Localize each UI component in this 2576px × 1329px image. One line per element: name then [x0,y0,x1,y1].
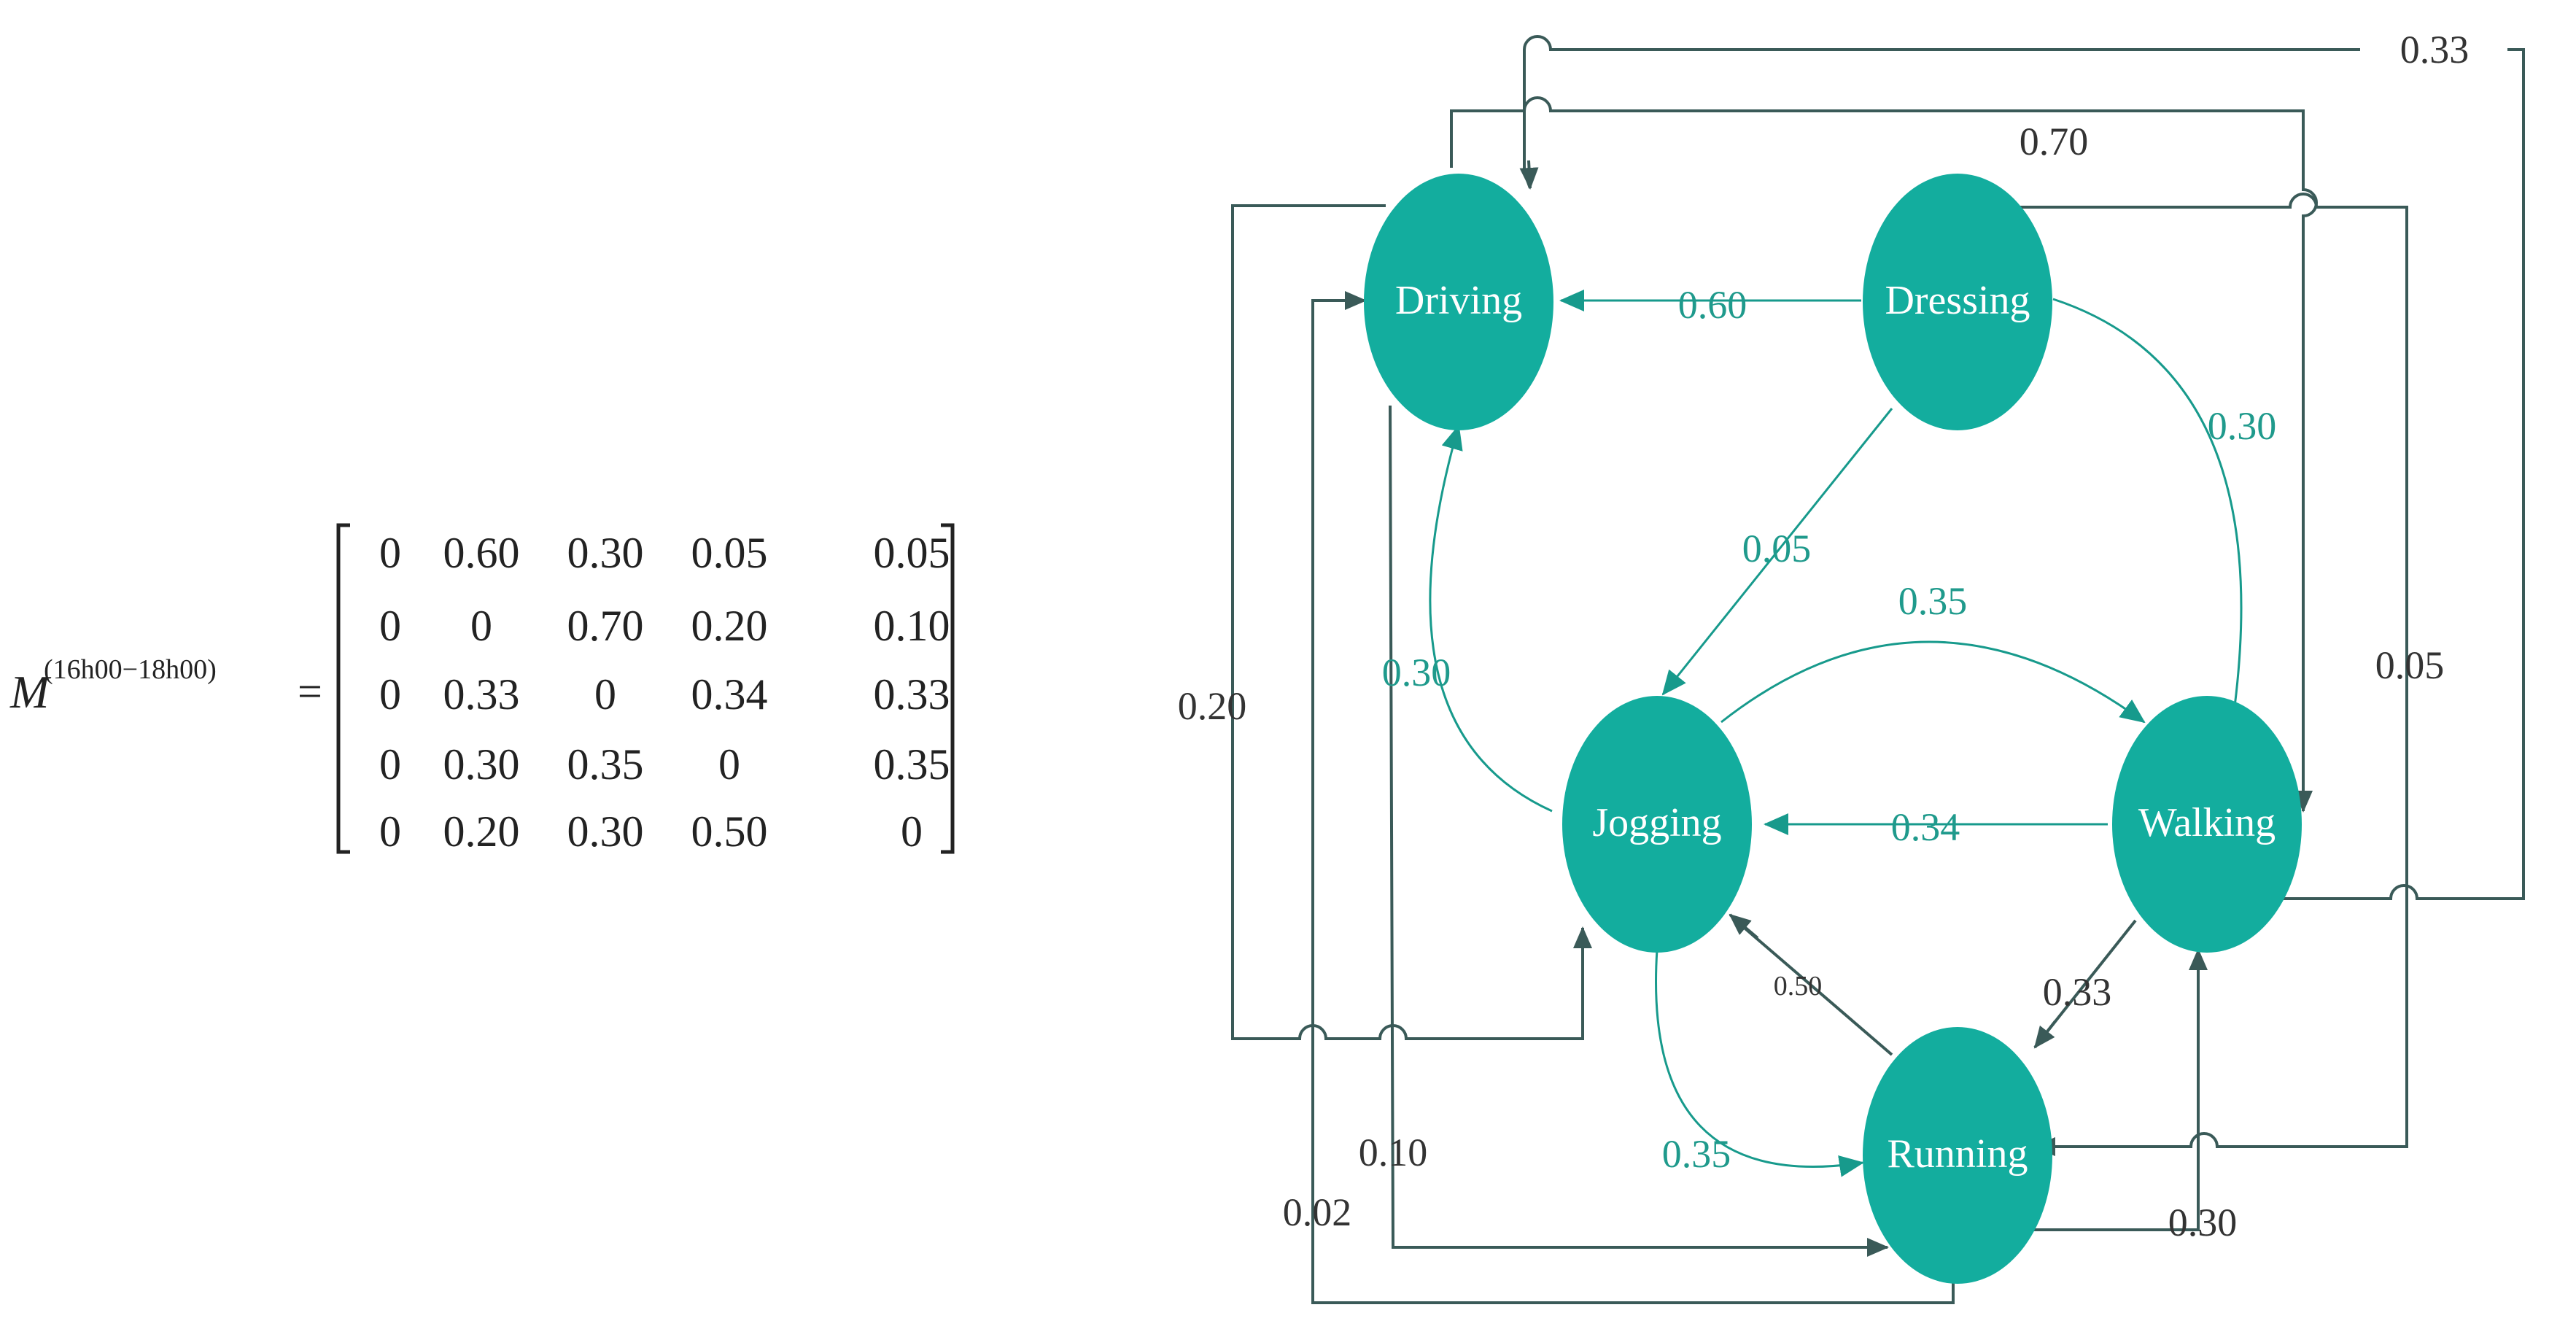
edge-dressing-walking-path [2052,298,2243,773]
matrix-cell: 0.10 [874,602,950,650]
matrix-cell: 0.05 [691,529,768,577]
node-running-label: Running [1888,1131,2028,1177]
node-jogging: Jogging [1562,696,1752,953]
node-driving-circle [1364,174,1553,430]
matrix-cell: 0 [379,670,401,718]
edge-label-driving-walking: 0.70 [2020,120,2089,163]
edge-running-jogging-path [1734,919,1893,1056]
matrix-cell: 0.20 [691,602,768,650]
matrix-cell: 0 [379,807,401,856]
matrix-right-bracket [941,523,955,854]
edge-label-jogging-walking: 0.35 [1898,579,1968,623]
matrix-cell: 0.35 [567,740,644,789]
node-jogging-circle [1562,696,1752,953]
matrix-cell: 0.05 [874,529,950,577]
edge-labels: 0.60 0.30 0.05 0.35 0.34 0.30 0.50 0.33 0.35 0.10… [1178,28,2470,1244]
matrix-cell: 0.33 [874,670,950,718]
matrix-cell: 0 [379,740,401,789]
edge-jogging-running-path [1655,949,1864,1177]
edge-running-walking-path [2028,956,2200,1231]
node-running-circle [1863,1027,2052,1284]
edge-label-walking-running: 0.33 [2043,970,2112,1014]
edge-label-dressing-jogging: 0.05 [1742,527,1812,570]
edge-label-dressing-running: 0.05 [2375,643,2445,687]
matrix-symbol: M [9,666,52,718]
matrix-cell: 0 [594,670,616,718]
edge-label-jogging-driving: 0.30 [1382,651,1451,694]
edge-label-running-jogging: 0.50 [1774,971,1823,1001]
edge-label-walking-jogging: 0.34 [1891,805,1960,849]
equals-sign: = [298,667,322,716]
edge-label-driving-jogging: 0.20 [1178,684,1247,728]
matrix-cell: 0 [379,602,401,650]
matrix-cell: 0.30 [443,740,520,789]
edge-label-dressing-walking: 0.30 [2208,404,2277,448]
matrix-cell: 0 [379,529,401,577]
matrix-cell: 0.30 [567,529,644,577]
edge-driving-jogging-path [1231,204,1584,1040]
edge-label-jogging-running: 0.35 [1662,1132,1731,1176]
edge-jogging-walking-path [1720,640,2146,724]
teal-connectors [1429,290,2243,1177]
edge-driving-running-path [1389,405,1882,1249]
node-driving-label: Driving [1395,278,1522,323]
matrix-cell: 0 [718,740,740,789]
matrix-left-bracket [336,523,350,854]
edge-label-dressing-driving: 0.60 [1678,283,1747,327]
edge-dressing-running-path [2020,193,2408,1148]
matrix-cell: 0.60 [443,529,520,577]
edge-label-walking-driving: 0.33 [2400,28,2470,71]
matrix-cell: 0.70 [567,602,644,650]
edge-driving-walking-path [1450,96,2318,795]
node-walking-label: Walking [2138,800,2276,845]
edge-label-driving-running: 0.10 [1359,1131,1428,1174]
node-jogging-label: Jogging [1592,800,1721,845]
matrix-cell: 0.34 [691,670,768,718]
edge-jogging-driving-path [1429,425,1553,813]
matrix-cells: 0 0.60 0.30 0.05 0.05 0 0 0.70 0.20 0.10 0 0.33 0 0.3… [379,529,950,856]
matrix-cell: 0.33 [443,670,520,718]
matrix-superscript: (16h00−18h00) [44,654,217,685]
matrix-cell: 0.20 [443,807,520,856]
matrix-cell: 0 [470,602,492,650]
dark-connectors [1231,35,2525,1304]
node-dressing-circle [1863,174,2052,430]
matrix-cell: 0.35 [874,740,950,789]
edge-running-driving-path [1311,299,1955,1304]
matrix-cell: 0.30 [567,807,644,856]
transition-matrix-equation: M (16h00−18h00) = 0 0.60 0.30 0.05 0.05 0 0 0.7… [9,523,955,856]
edge-label-running-driving: 0.02 [1283,1190,1352,1234]
matrix-cell: 0 [901,807,923,856]
matrix-cell: 0.50 [691,807,768,856]
edge-label-running-walking: 0.30 [2168,1201,2238,1244]
node-walking-circle [2112,696,2302,953]
node-dressing-label: Dressing [1885,278,2030,323]
node-running: Running [1863,1027,2052,1284]
node-dressing: Dressing [1863,174,2052,430]
node-walking: Walking [2112,696,2302,953]
node-driving: Driving [1364,174,1553,430]
edge-dressing-jogging-path [1661,408,1893,696]
